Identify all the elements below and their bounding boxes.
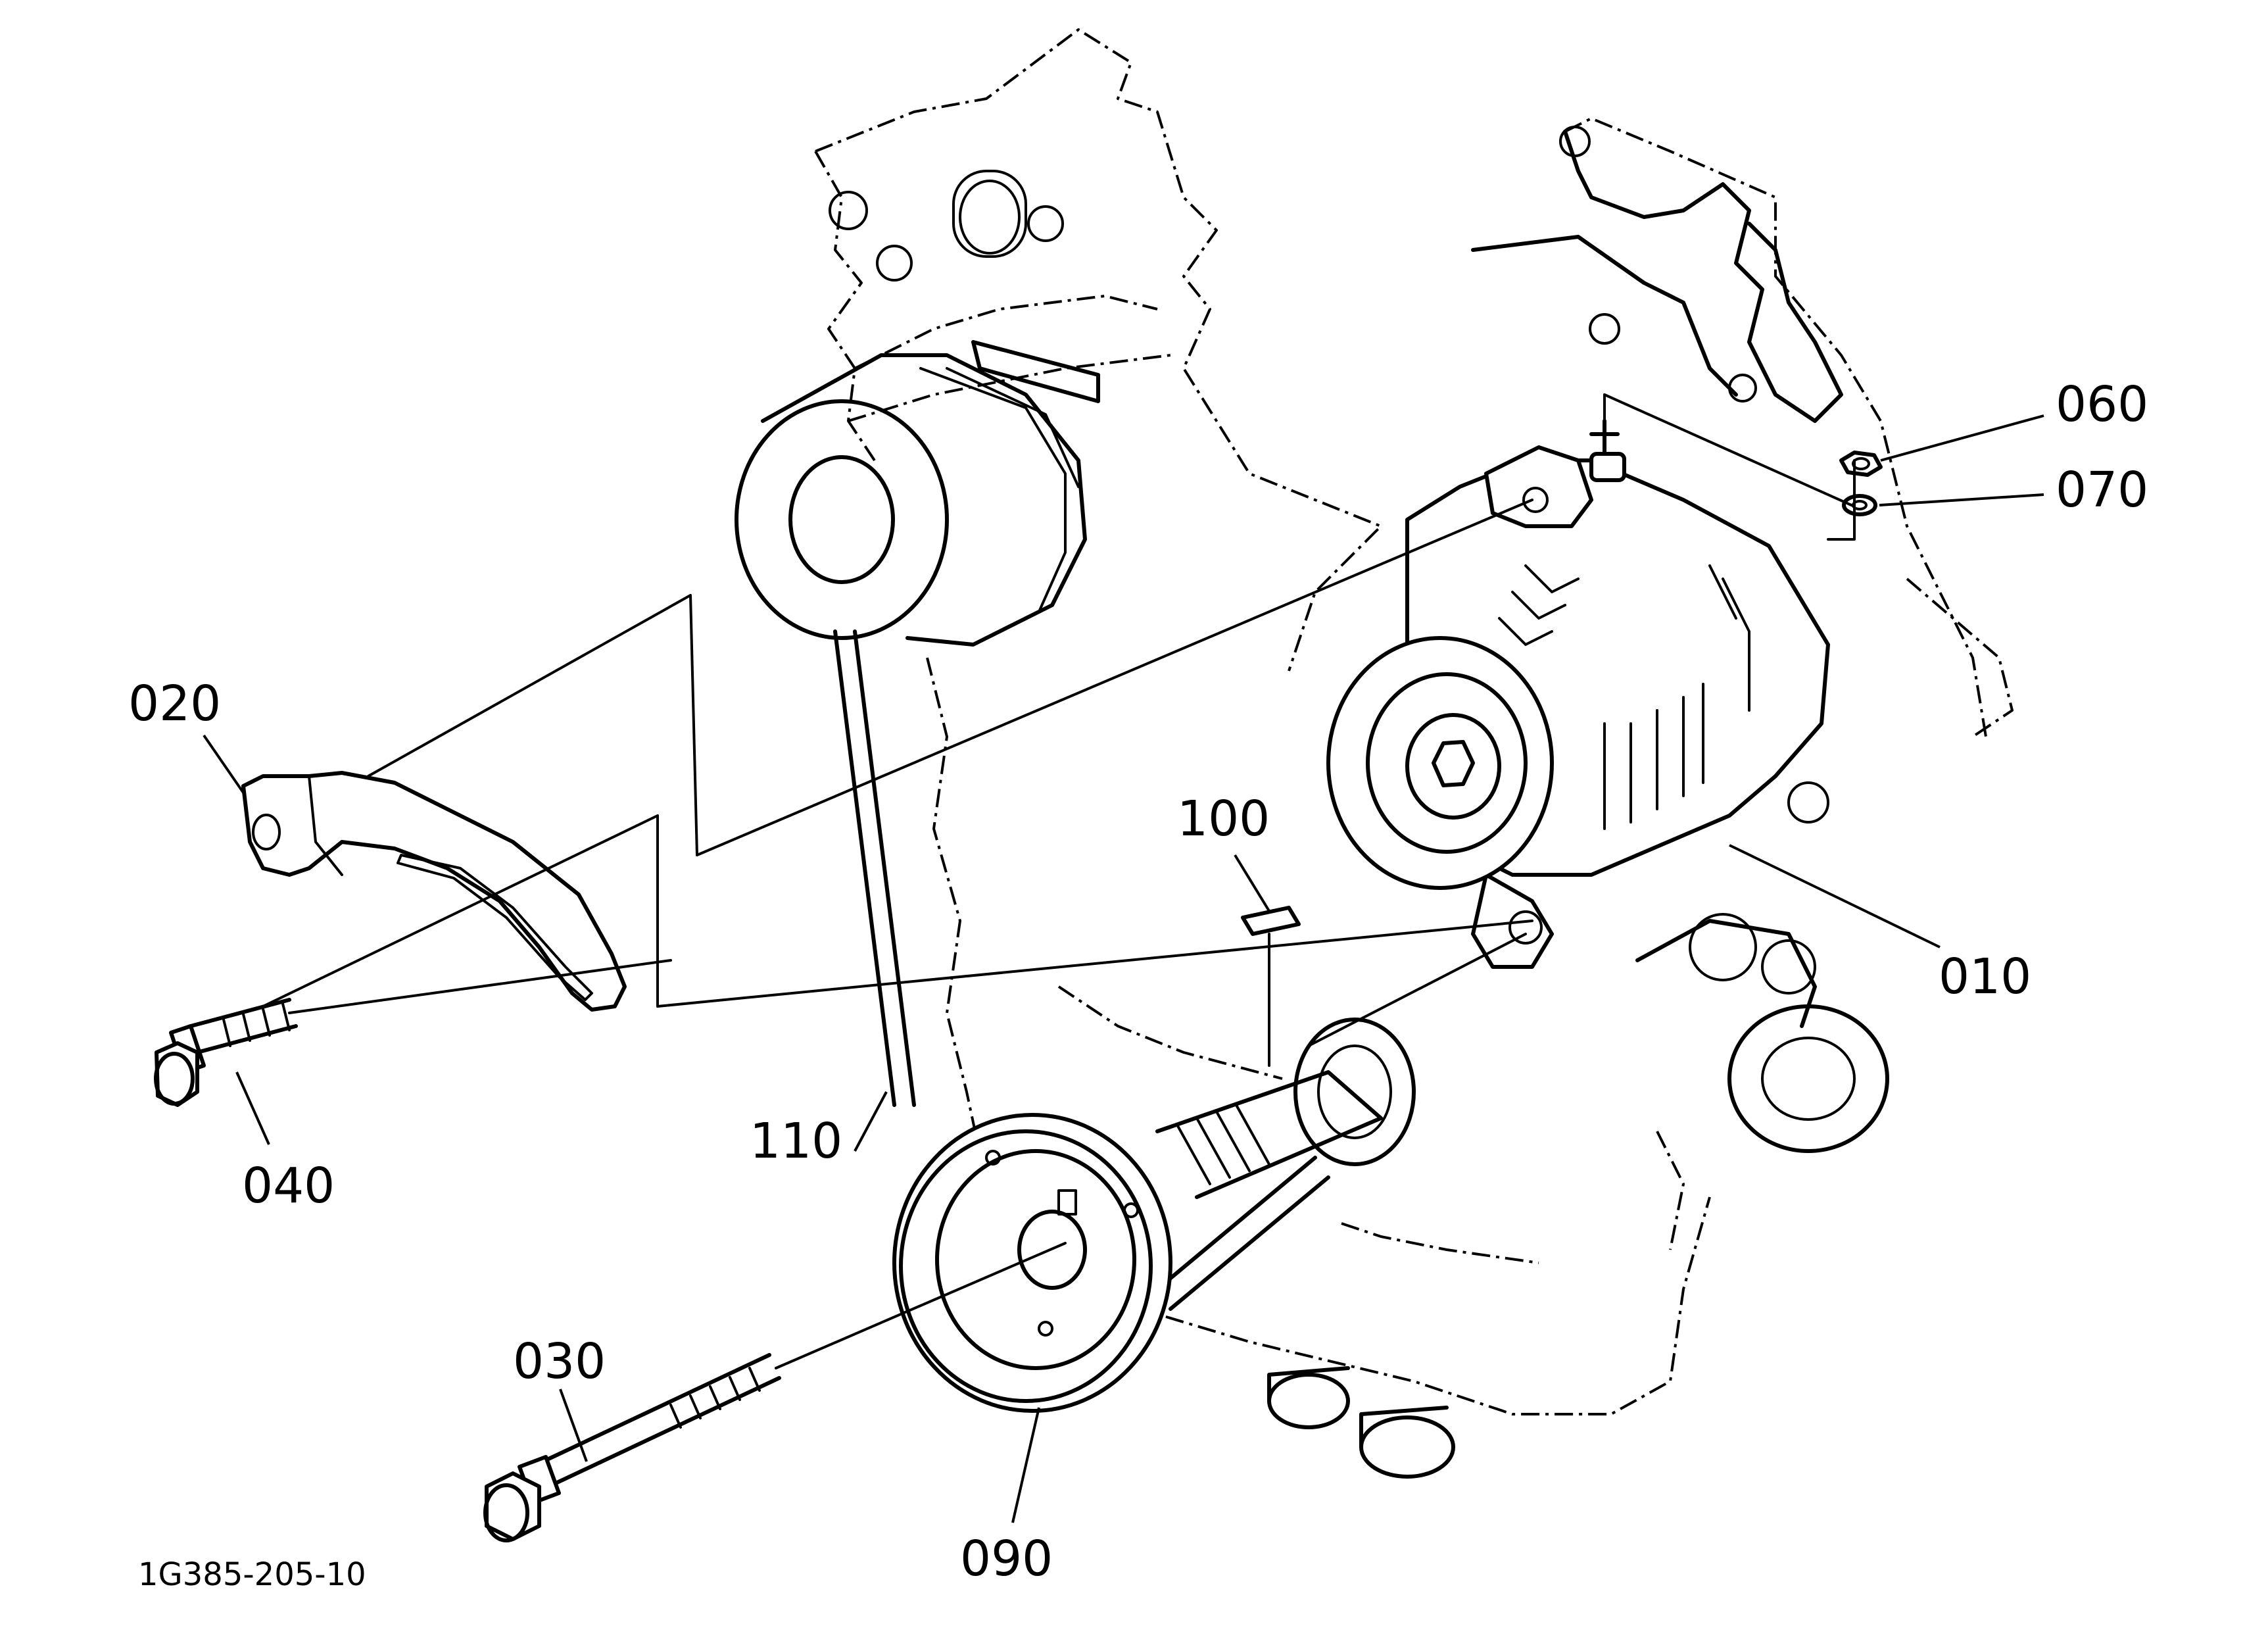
bolt-030 <box>483 1353 781 1542</box>
callout-110: 110 <box>750 1113 842 1169</box>
callout-070: 070 <box>2056 462 2148 518</box>
leader-090 <box>1011 1407 1040 1523</box>
leader-030 <box>559 1389 588 1462</box>
callout-090: 090 <box>960 1531 1053 1587</box>
v-belt <box>833 629 1330 1311</box>
leader-060 <box>1880 414 2044 462</box>
callout-100: 100 <box>1177 791 1270 847</box>
alternator <box>1326 419 1830 969</box>
callout-010: 010 <box>1939 948 2031 1005</box>
bolt-040 <box>154 998 298 1107</box>
assembly-lines <box>262 393 1856 1369</box>
crankshaft-pulley <box>892 1018 1416 1413</box>
leader-010 <box>1729 844 1941 948</box>
figure-id: 1G385-205-10 <box>138 1556 366 1593</box>
callout-020: 020 <box>128 676 221 732</box>
feather-key <box>1241 906 1301 1067</box>
leader-lines <box>203 414 2044 1523</box>
leader-110 <box>854 1091 888 1152</box>
leader-020 <box>203 734 246 796</box>
callout-060: 060 <box>2056 376 2148 433</box>
nut-060 <box>1839 451 1883 477</box>
engine-block-phantom <box>814 28 2014 1479</box>
water-pump-pulley <box>735 340 1100 647</box>
callout-030: 030 <box>513 1333 606 1390</box>
callout-040: 040 <box>242 1158 335 1214</box>
leader-040 <box>235 1071 270 1145</box>
washer-070 <box>1842 494 1877 516</box>
leader-070 <box>1879 493 2044 506</box>
leader-100 <box>1234 854 1270 912</box>
